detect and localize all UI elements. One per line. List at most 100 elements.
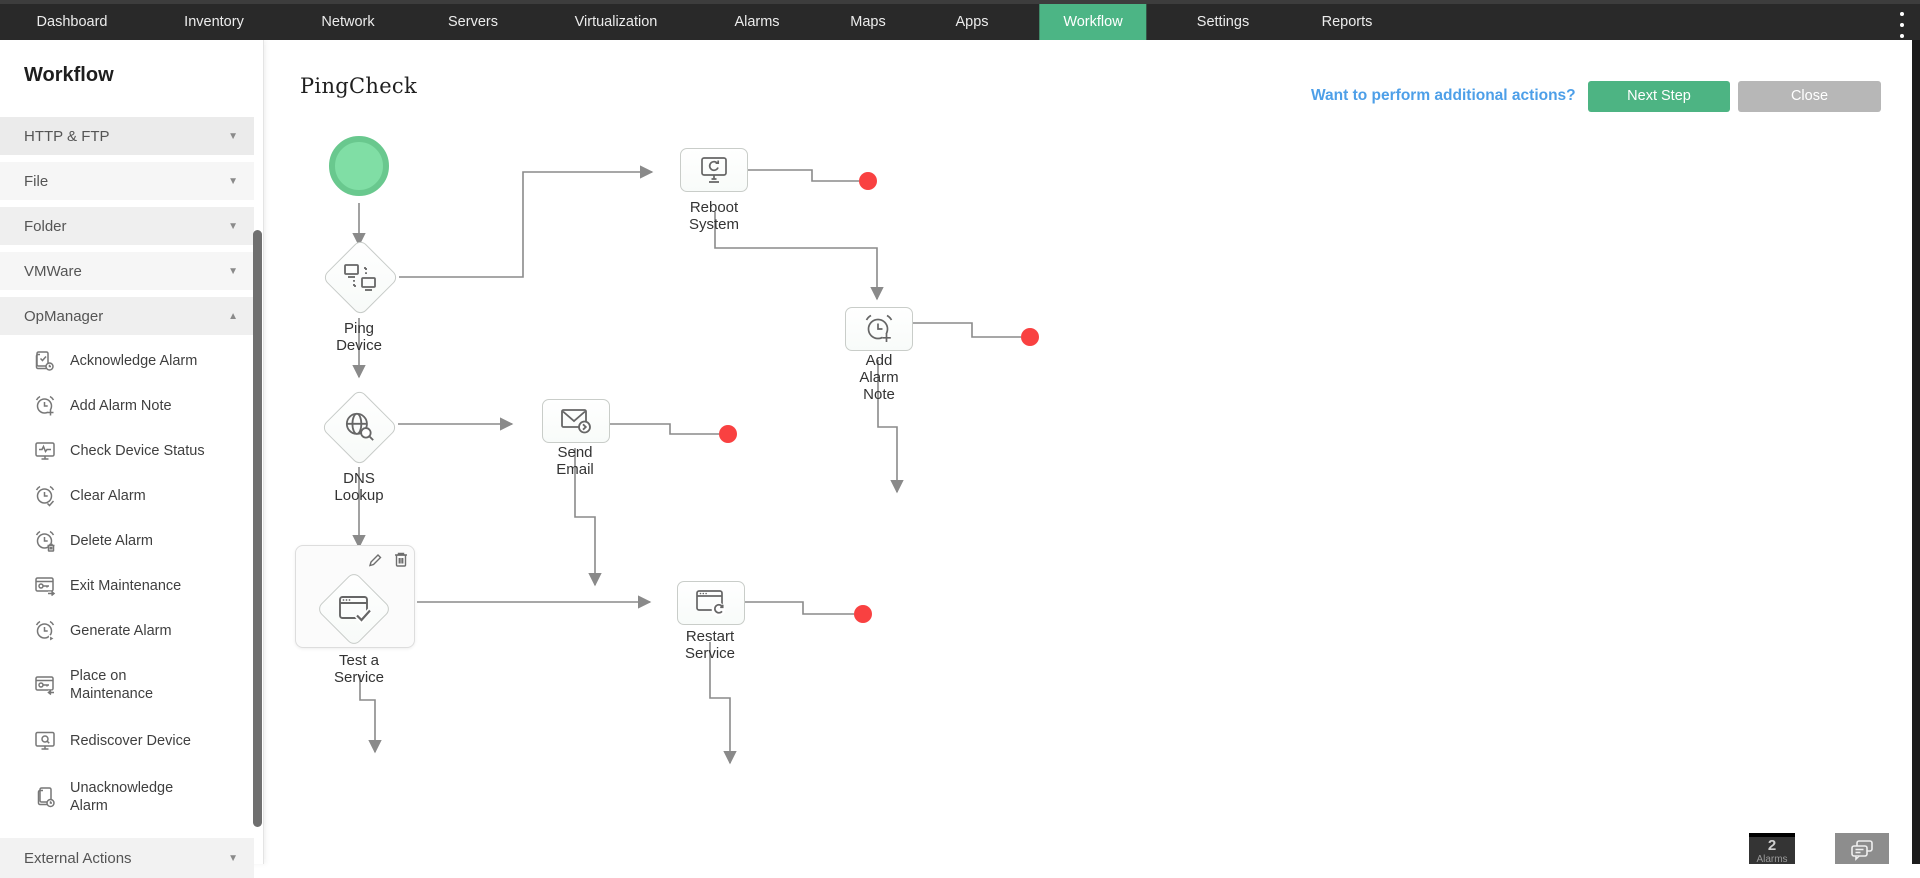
nav-item-apps[interactable]: Apps <box>955 14 989 30</box>
sidebar-item-place-on-maintenance[interactable]: Place on Maintenance <box>0 667 254 703</box>
unacknowledge-alarm-icon <box>37 787 55 808</box>
sidebar-item-check-device-status[interactable]: Check Device Status <box>0 436 254 466</box>
kebab-menu-icon[interactable] <box>1894 12 1910 38</box>
acknowledge-alarm-icon <box>35 351 54 371</box>
reboot-system-icon <box>701 157 727 183</box>
chevron-down-icon: ▼ <box>228 130 238 142</box>
node-reboot-system[interactable] <box>680 148 748 192</box>
section-label: OpManager <box>24 307 104 325</box>
sidebar-section-http-ftp[interactable]: HTTP & FTP ▼ <box>0 117 254 155</box>
chat-widget[interactable] <box>1835 833 1889 864</box>
sidebar-item-acknowledge-alarm[interactable]: Acknowledge Alarm <box>0 346 254 376</box>
sidebar-item-label: Place on Maintenance <box>70 668 154 702</box>
section-label: File <box>24 172 49 190</box>
chat-bubbles-icon <box>1851 840 1873 861</box>
alarms-widget[interactable]: 2 Alarms <box>1749 833 1795 864</box>
node-test-a-service-selection[interactable] <box>295 545 415 648</box>
generate-alarm-icon <box>35 620 56 643</box>
nav-item-workflow[interactable]: Workflow <box>1039 4 1147 40</box>
section-label: VMWare <box>24 262 82 280</box>
section-label: External Actions <box>24 849 132 867</box>
send-email-icon <box>561 409 591 434</box>
alarm-caption: Alarms <box>1756 854 1788 864</box>
ping-device-icon <box>344 264 376 291</box>
start-node[interactable] <box>329 136 389 196</box>
sidebar-scrollbar[interactable] <box>253 230 262 827</box>
nav-item-settings[interactable]: Settings <box>1196 14 1250 30</box>
sidebar-title: Workflow <box>24 64 114 86</box>
node-restart-service[interactable] <box>677 581 745 625</box>
nav-item-network[interactable]: Network <box>321 14 375 30</box>
delete-alarm-icon <box>35 530 55 552</box>
nav-item-maps[interactable]: Maps <box>850 14 886 30</box>
node-label-add-alarm-note: Add Alarm Note <box>859 352 899 403</box>
chevron-down-icon: ▼ <box>228 852 238 864</box>
place-on-maintenance-icon <box>35 676 54 696</box>
node-add-alarm-note[interactable] <box>845 307 913 351</box>
test-service-icon <box>339 596 373 625</box>
rediscover-device-icon <box>35 731 55 750</box>
nav-item-virtualization[interactable]: Virtualization <box>574 14 658 30</box>
workflow-canvas[interactable] <box>265 40 1912 864</box>
node-label-send-email: Send Email <box>556 444 594 478</box>
next-step-button[interactable]: Next Step <box>1588 81 1730 112</box>
top-nav: Dashboard Inventory Network Servers Virt… <box>0 0 1920 40</box>
node-label-ping-device: Ping Device <box>336 320 382 354</box>
clear-alarm-icon <box>35 485 55 508</box>
node-label-restart-service: Restart Service <box>684 628 736 662</box>
section-label: Folder <box>24 217 67 235</box>
sidebar-section-folder[interactable]: Folder ▼ <box>0 207 254 245</box>
section-label: HTTP & FTP <box>24 127 110 145</box>
check-device-status-icon <box>35 442 55 460</box>
right-edge-panel <box>1912 40 1920 864</box>
sidebar-item-label: Generate Alarm <box>70 623 172 639</box>
sidebar-section-external-actions[interactable]: External Actions ▼ <box>0 838 254 878</box>
sidebar-section-file[interactable]: File ▼ <box>0 162 254 200</box>
add-alarm-note-node-icon <box>865 314 893 342</box>
node-dns-lookup[interactable] <box>320 388 398 466</box>
dns-lookup-icon <box>345 412 374 441</box>
sidebar-item-delete-alarm[interactable]: Delete Alarm <box>0 526 254 556</box>
sidebar-item-clear-alarm[interactable]: Clear Alarm <box>0 481 254 511</box>
sidebar-section-vmware[interactable]: VMWare ▼ <box>0 252 254 290</box>
sidebar-item-rediscover-device[interactable]: Rediscover Device <box>0 726 254 756</box>
node-label-dns-lookup: DNS Lookup <box>334 470 384 504</box>
nav-item-reports[interactable]: Reports <box>1321 14 1373 30</box>
node-ping-device[interactable] <box>321 238 399 316</box>
page-title: PingCheck <box>300 74 418 98</box>
chevron-down-icon: ▼ <box>228 220 238 232</box>
node-send-email[interactable] <box>542 399 610 443</box>
nav-item-inventory[interactable]: Inventory <box>184 14 244 30</box>
sidebar-item-add-alarm-note[interactable]: Add Alarm Note <box>0 391 254 421</box>
edit-pencil-icon[interactable] <box>368 552 384 568</box>
nav-item-alarms[interactable]: Alarms <box>734 14 780 30</box>
additional-actions-link[interactable]: Want to perform additional actions? <box>1311 87 1576 104</box>
sidebar-item-exit-maintenance[interactable]: Exit Maintenance <box>0 571 254 601</box>
sidebar-item-label: Add Alarm Note <box>70 398 172 414</box>
alarm-count: 2 <box>1767 837 1777 854</box>
chevron-down-icon: ▼ <box>228 265 238 277</box>
sidebar-section-opmanager[interactable]: OpManager ▲ <box>0 297 254 335</box>
sidebar-item-label: Clear Alarm <box>70 488 146 504</box>
node-label-test-a-service: Test a Service <box>333 652 385 686</box>
nav-item-dashboard[interactable]: Dashboard <box>36 14 108 30</box>
sidebar-item-label: Check Device Status <box>70 443 205 459</box>
delete-trash-icon[interactable] <box>393 551 409 568</box>
sidebar-item-unacknowledge-alarm[interactable]: Unacknowledge Alarm <box>0 779 254 815</box>
chevron-down-icon: ▼ <box>228 175 238 187</box>
sidebar-item-generate-alarm[interactable]: Generate Alarm <box>0 616 254 646</box>
workflow-sidebar: Workflow HTTP & FTP ▼ File ▼ Folder ▼ VM… <box>0 40 264 878</box>
restart-service-icon <box>696 590 726 617</box>
sidebar-item-label: Exit Maintenance <box>70 578 182 594</box>
sidebar-item-label: Rediscover Device <box>70 733 191 749</box>
chevron-up-icon: ▲ <box>228 310 238 322</box>
exit-maintenance-icon <box>35 577 56 597</box>
node-test-a-service[interactable] <box>315 570 393 648</box>
sidebar-item-label: Acknowledge Alarm <box>70 353 198 369</box>
sidebar-item-label: Unacknowledge Alarm <box>70 780 174 814</box>
add-alarm-note-icon <box>35 395 55 416</box>
nav-item-servers[interactable]: Servers <box>448 14 498 30</box>
node-label-reboot-system: Reboot System <box>688 199 739 233</box>
close-button[interactable]: Close <box>1738 81 1881 112</box>
sidebar-item-label: Delete Alarm <box>70 533 154 549</box>
